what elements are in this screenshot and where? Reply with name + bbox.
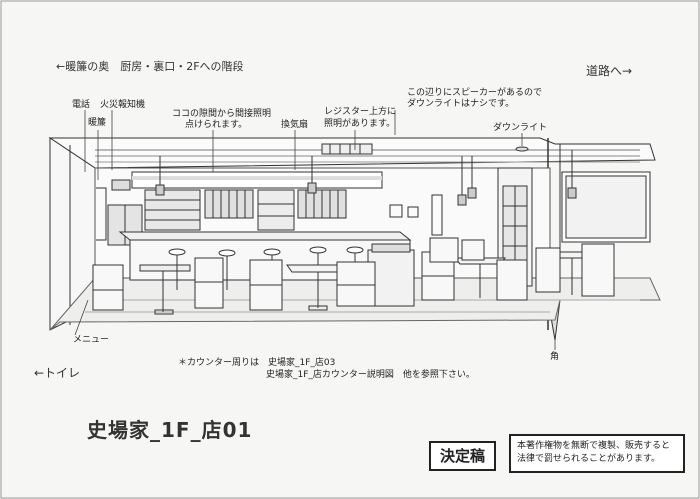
copyright-line-1: 本著作権物を無断で複製、販売すると bbox=[517, 441, 671, 451]
corner-label: 角 bbox=[550, 352, 560, 362]
indirect-light-label-2: 点けられます。 bbox=[185, 120, 248, 130]
back-direction-label: ←暖簾の奥 厨房・裏口・2Fへの階段 bbox=[56, 60, 244, 73]
menu-label: メニュー bbox=[73, 335, 110, 345]
copyright-notice: 本著作権物を無断で複製、販売すると 法律で罰せられることがあります。 bbox=[509, 434, 685, 473]
downlight-label: ダウンライト bbox=[493, 123, 548, 133]
sheet-title: 史場家_1F_店01 bbox=[87, 418, 253, 442]
register-label-1: レジスター上方に bbox=[324, 107, 397, 117]
toilet-direction-label: ←トイレ bbox=[34, 366, 81, 380]
fire-alarm-label: 火災報知機 bbox=[100, 100, 146, 110]
indirect-light-label-1: ココの隙間から間接照明 bbox=[172, 109, 272, 119]
ventilation-label: 換気扇 bbox=[281, 120, 309, 130]
noren-label: 暖簾 bbox=[88, 118, 107, 128]
speaker-label-1: この辺りにスピーカーがあるので bbox=[407, 88, 543, 98]
speaker-label-2: ダウンライトはナシです。 bbox=[407, 99, 515, 109]
telephone-label: 電話 bbox=[72, 100, 91, 110]
counter-note-line1: ＊カウンター周りは 史場家_1F_店03 bbox=[178, 358, 336, 368]
copyright-line-2: 法律で罰せられることがあります。 bbox=[517, 454, 661, 464]
final-draft-stamp: 決定稿 bbox=[429, 441, 496, 471]
register-label-2: 照明があります。 bbox=[324, 119, 396, 129]
counter-note-line2: 史場家_1F_店カウンター説明図 他を参照下さい。 bbox=[266, 370, 475, 380]
road-direction-label: 道路へ→ bbox=[586, 64, 633, 78]
